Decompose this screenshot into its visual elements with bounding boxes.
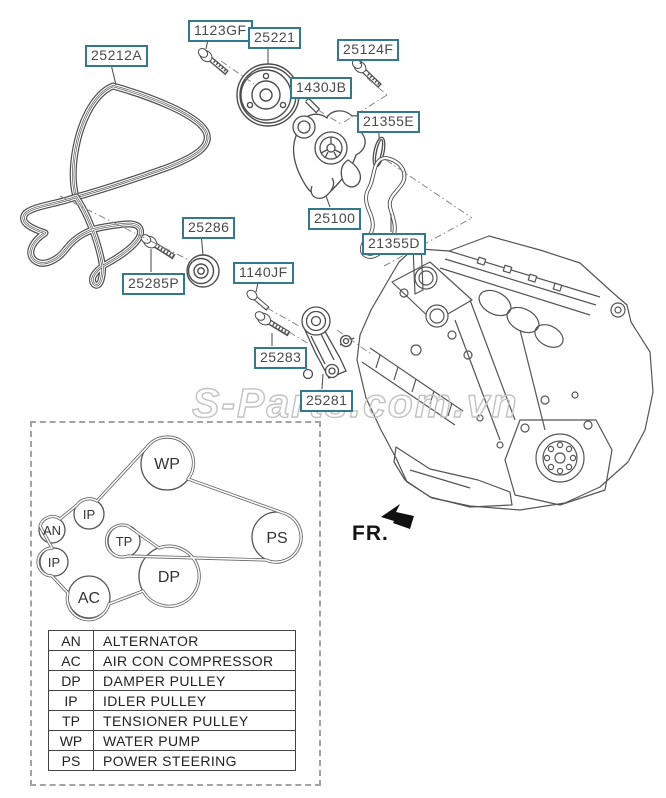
part-label-25221[interactable]: 25221 [248,27,302,49]
legend-name: POWER STEERING [93,750,296,771]
legend-abbr: AC [48,650,94,671]
watermark-text: S-Parts.com.vn [192,380,519,426]
part-label-25212a[interactable]: 25212A [85,45,149,67]
legend-name: WATER PUMP [93,730,296,751]
legend-row: TP TENSIONER PULLEY [48,710,296,731]
part-label-25281[interactable]: 25281 [300,390,354,412]
tensioner-drawing [301,306,355,380]
pulley-label-wp: WP [154,456,180,473]
legend-name: IDLER PULLEY [93,690,296,711]
legend-row: AN ALTERNATOR [48,630,296,651]
water-pump-drawing [292,110,366,200]
pulley-label-an: AN [43,523,61,538]
bolt-1140jf-long-drawing [254,311,291,337]
legend-name: TENSIONER PULLEY [93,710,296,731]
pulley-label-ac: AC [78,590,100,607]
legend-row: IP IDLER PULLEY [48,690,296,711]
bolt-1140jf-short-drawing [246,289,270,311]
part-label-1430jb[interactable]: 1430JB [290,77,353,99]
legend-abbr: IP [48,690,94,711]
pulley-legend-table: AN ALTERNATOR AC AIR CON COMPRESSOR DP D… [48,630,296,771]
part-label-1140jf[interactable]: 1140JF [233,262,294,284]
serpentine-belt-drawing [20,82,211,289]
part-label-21355e[interactable]: 21355E [357,111,421,133]
fr-direction-arrow-icon [381,504,414,529]
legend-row: WP WATER PUMP [48,730,296,751]
legend-row: PS POWER STEERING [48,750,296,771]
part-label-25286[interactable]: 25286 [182,217,236,239]
part-label-25124f[interactable]: 25124F [337,39,400,61]
fr-label: FR. [352,522,389,545]
part-label-25285p[interactable]: 25285P [122,273,186,295]
engine-drawing [356,235,654,511]
idler-pulley-drawing [186,254,220,288]
pulley-label-ip1: IP [83,507,95,522]
legend-name: ALTERNATOR [93,630,296,651]
bolt-25285p-drawing [140,234,176,260]
stud-1430jb-drawing [304,97,321,114]
legend-abbr: TP [48,710,94,731]
assembly-axis-lines [59,60,473,355]
legend-abbr: DP [48,670,94,691]
pulley-label-ps: PS [266,530,287,547]
legend-abbr: AN [48,630,94,651]
legend-row: DP DAMPER PULLEY [48,670,296,691]
legend-abbr: WP [48,730,94,751]
legend-name: DAMPER PULLEY [93,670,296,691]
part-label-21355d[interactable]: 21355D [362,233,427,255]
part-label-25100[interactable]: 25100 [308,208,362,230]
part-label-25283[interactable]: 25283 [254,347,308,369]
bolt-1123gf-drawing [197,48,229,76]
legend-abbr: PS [48,750,94,771]
bolt-25124f-drawing [351,59,382,88]
belt-schematic-inset-border [30,421,321,786]
pulley-label-ip2: IP [48,555,60,570]
legend-name: AIR CON COMPRESSOR [93,650,296,671]
belt-routing-schematic: WP IP AN TP IP DP AC PS [36,435,303,622]
part-label-1123gf[interactable]: 1123GF [188,20,253,42]
pulley-label-tp: TP [116,534,133,549]
legend-row: AC AIR CON COMPRESSOR [48,650,296,671]
pulley-label-dp: DP [158,569,180,586]
